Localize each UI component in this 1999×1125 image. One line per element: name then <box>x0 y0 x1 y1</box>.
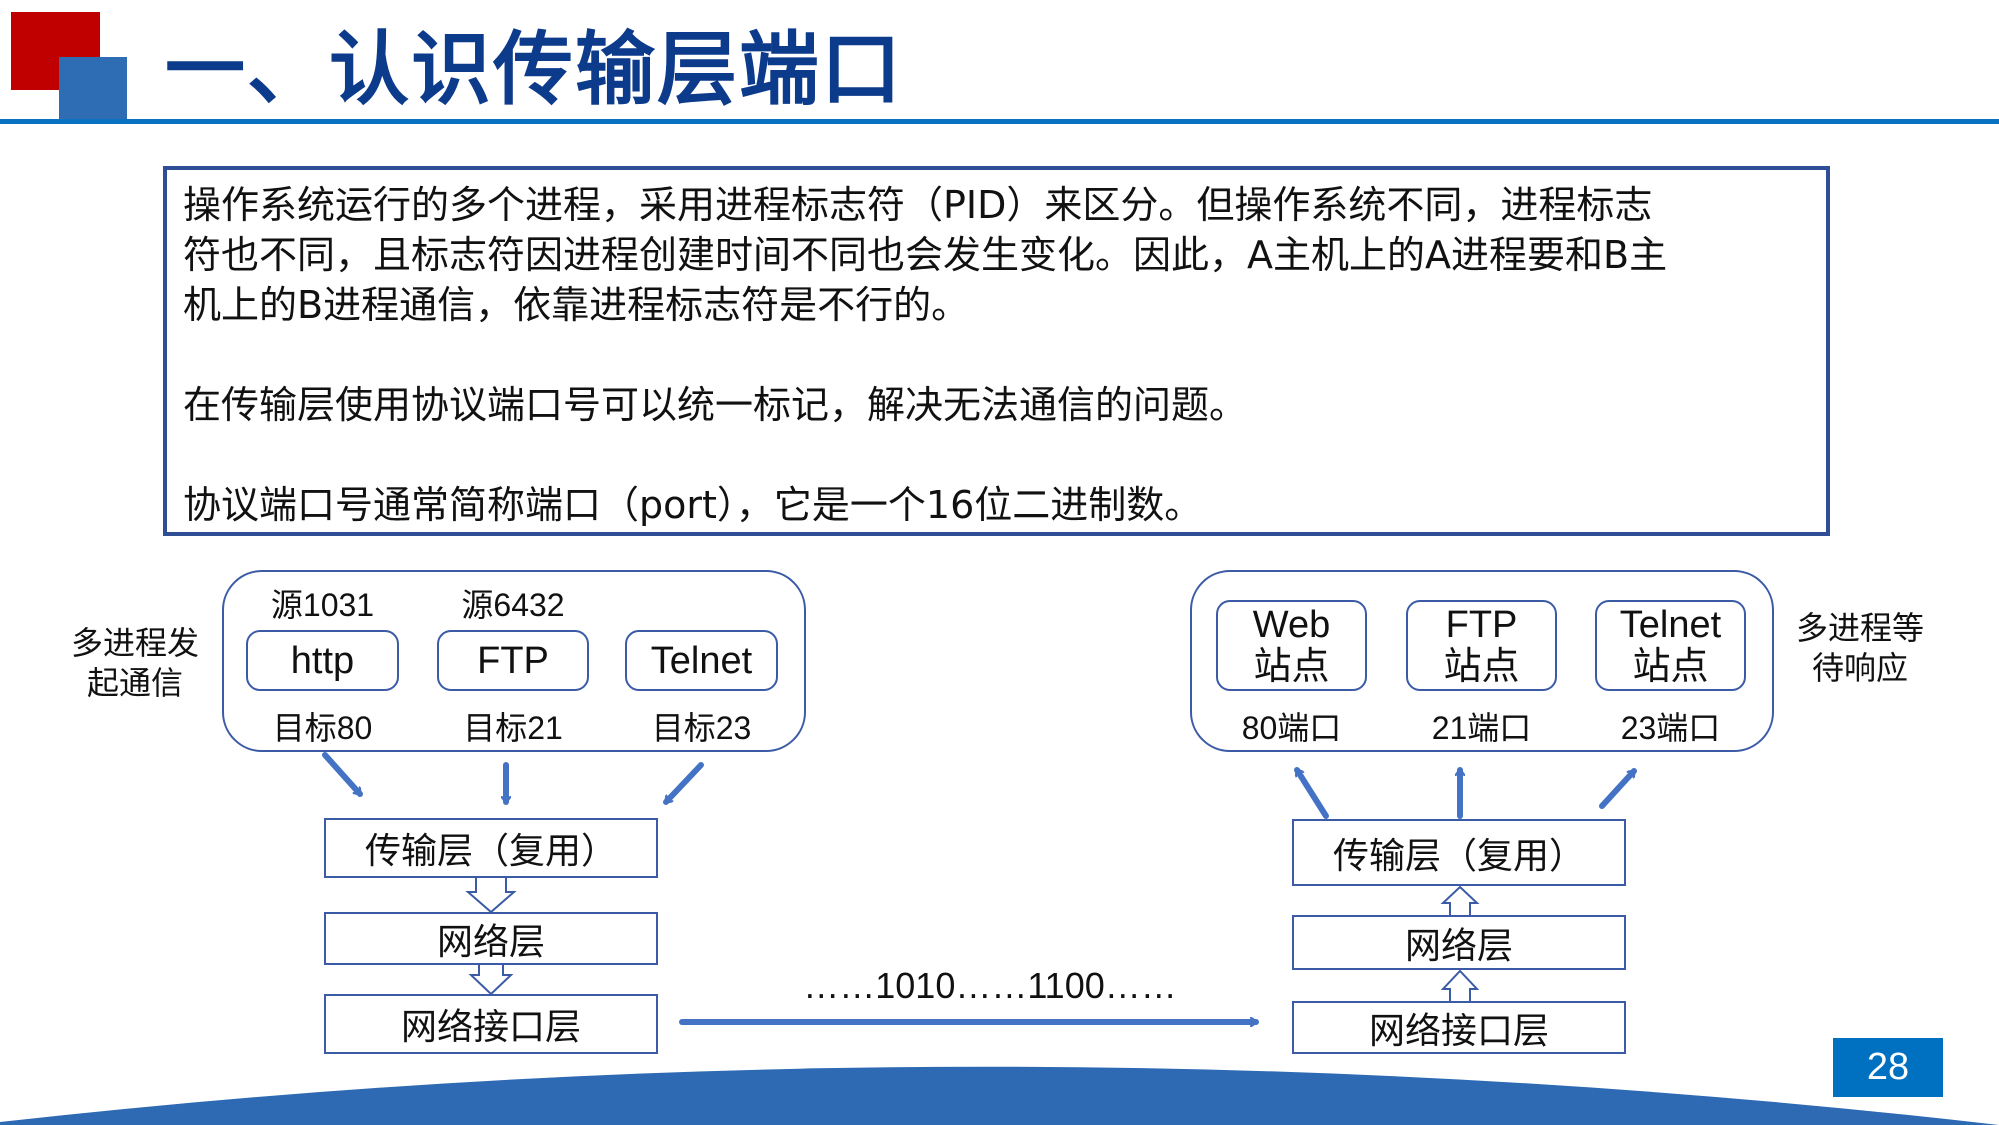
hollow-arrow-down <box>465 876 517 914</box>
arrow-web-up <box>1294 767 1329 819</box>
process-ftp: FTP <box>437 630 589 691</box>
process-telnet: Telnet <box>625 630 778 691</box>
blue-accent-square <box>59 57 127 119</box>
receiver-transport-layer: 传输层（复用） <box>1292 819 1626 886</box>
sender-process-group <box>222 570 806 752</box>
side-label-line: 待响应 <box>1811 650 1908 686</box>
side-label-line: 起通信 <box>86 665 183 701</box>
service-port-label: 80端口 <box>1241 710 1342 746</box>
sender-network-layer: 网络层 <box>324 912 658 965</box>
side-label-line: 多进程发 <box>70 625 199 661</box>
service-sub: 站点 <box>1443 645 1520 688</box>
receiver-side-label: 多进程等 待响应 <box>1787 608 1933 688</box>
arrow-telnet-up <box>1599 768 1637 809</box>
arrow-http-down <box>322 752 363 797</box>
hollow-arrow-up <box>1440 969 1480 1003</box>
source-port-label: 源1031 <box>270 587 375 623</box>
receiver-service-group <box>1190 570 1774 752</box>
intro-line: 协议端口号通常简称端口（port），它是一个16位二进制数。 <box>183 483 1203 527</box>
hollow-arrow-down <box>468 963 514 996</box>
service-name: Web <box>1252 603 1331 646</box>
process-http: http <box>246 630 399 691</box>
process-name: http <box>290 639 355 682</box>
service-telnet: Telnet 站点 <box>1595 600 1746 691</box>
intro-line: 在传输层使用协议端口号可以统一标记，解决无法通信的问题。 <box>183 383 1248 427</box>
page-number: 28 <box>1833 1038 1943 1097</box>
service-ftp: FTP 站点 <box>1406 600 1557 691</box>
page-title: 一、认识传输层端口 <box>165 25 903 114</box>
target-port-label: 目标21 <box>463 710 563 746</box>
process-name: Telnet <box>650 639 753 682</box>
process-name: FTP <box>477 639 549 682</box>
intro-line: 操作系统运行的多个进程，采用进程标志符（PID）来区分。但操作系统不同，进程标志 <box>183 183 1653 227</box>
target-port-label: 目标23 <box>651 710 752 746</box>
service-name: Telnet <box>1619 603 1722 646</box>
sender-link-layer: 网络接口层 <box>324 994 658 1054</box>
service-name: FTP <box>1445 603 1518 646</box>
service-port-label: 23端口 <box>1620 710 1721 746</box>
sender-transport-layer: 传输层（复用） <box>324 818 658 878</box>
arrow-telnet-down <box>663 762 704 805</box>
transmission-bits: ……1010……1100…… <box>803 965 1177 1006</box>
intro-text-box: 操作系统运行的多个进程，采用进程标志符（PID）来区分。但操作系统不同，进程标志… <box>163 166 1830 536</box>
service-sub: 站点 <box>1632 645 1709 688</box>
receiver-link-layer: 网络接口层 <box>1292 1001 1626 1054</box>
intro-line: 符也不同，且标志符因进程创建时间不同也会发生变化。因此，A主机上的A进程要和B主 <box>183 233 1668 277</box>
bottom-wave <box>0 1066 1999 1125</box>
service-web: Web 站点 <box>1216 600 1367 691</box>
service-sub: 站点 <box>1253 645 1330 688</box>
receiver-network-layer: 网络层 <box>1292 915 1626 970</box>
hollow-arrow-up <box>1440 885 1480 917</box>
sender-side-label: 多进程发 起通信 <box>62 623 208 703</box>
intro-line: 机上的B进程通信，依靠进程标志符是不行的。 <box>183 283 970 327</box>
source-port-label: 源6432 <box>461 587 565 623</box>
service-port-label: 21端口 <box>1431 710 1532 746</box>
target-port-label: 目标80 <box>272 710 373 746</box>
header-divider <box>0 119 1999 124</box>
side-label-line: 多进程等 <box>1795 610 1924 646</box>
